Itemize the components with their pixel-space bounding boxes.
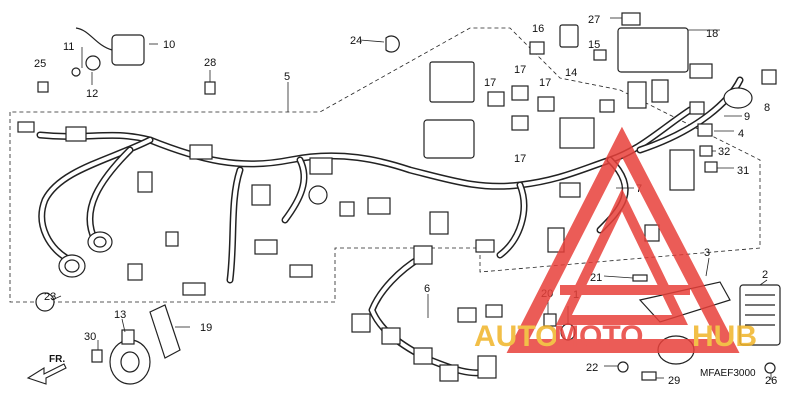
nut-26 [764, 362, 776, 374]
callout-15: 15 [588, 39, 600, 51]
callout-31: 31 [737, 165, 749, 177]
bolt-21 [632, 274, 648, 282]
diode-9-small [689, 101, 705, 115]
harness-group-outline [9, 27, 761, 303]
round-plug-connectors [58, 231, 113, 278]
callout-28: 28 [204, 57, 216, 69]
callout-11: 11 [63, 41, 74, 53]
callout-22: 22 [586, 362, 598, 374]
callout-19: 19 [200, 322, 212, 334]
part-4 [697, 123, 713, 137]
callout-4: 4 [738, 128, 744, 140]
callout-17d: 17 [514, 153, 526, 165]
callout-9: 9 [744, 111, 750, 123]
relay-group [423, 12, 689, 159]
callout-25: 25 [34, 58, 46, 70]
watermark: AUTO MOTO HUB [474, 126, 757, 353]
horn-bracket-19 [149, 304, 181, 359]
leader-lines [51, 17, 772, 380]
callout-26: 26 [765, 375, 777, 387]
callout-14: 14 [565, 67, 577, 79]
watermark-hub: HUB [692, 320, 757, 353]
watermark-auto: AUTO [474, 320, 558, 353]
part-31 [704, 161, 718, 173]
diagram-code: MFAEF3000 [700, 368, 756, 379]
callout-30: 30 [84, 331, 96, 343]
callout-16: 16 [532, 23, 544, 35]
part-32 [699, 145, 713, 157]
callout-21: 21 [590, 272, 602, 284]
direction-label: FR. [49, 354, 65, 365]
callout-29: 29 [668, 375, 680, 387]
callout-8: 8 [764, 102, 770, 114]
callout-17c: 17 [539, 77, 551, 89]
clamp-23 [35, 292, 55, 312]
bolt-25 [37, 81, 49, 93]
front-direction-arrow: FR. [26, 354, 67, 385]
callout-24: 24 [350, 35, 362, 47]
bolt-28 [204, 81, 216, 95]
horn-13 [109, 329, 151, 385]
callout-27: 27 [588, 14, 600, 26]
callout-2: 2 [762, 269, 768, 281]
callout-23: 23 [44, 291, 56, 303]
part-10-unit [75, 27, 145, 66]
callout-18: 18 [706, 28, 718, 40]
callout-6: 6 [424, 283, 430, 295]
callout-17a: 17 [484, 77, 496, 89]
callout-17b: 17 [514, 64, 526, 76]
harness-connectors [17, 63, 713, 296]
callout-5: 5 [284, 71, 290, 83]
washer-22 [617, 361, 629, 373]
callout-12: 12 [86, 88, 98, 100]
watermark-moto: MOTO [554, 320, 643, 353]
clip-24 [385, 35, 400, 53]
washer-11 [71, 67, 81, 77]
capacitor-9 [723, 87, 753, 109]
bolt-30 [91, 349, 103, 363]
nut-20 [543, 313, 557, 327]
callout-32: 32 [718, 146, 730, 158]
callout-10: 10 [163, 39, 175, 51]
callout-13: 13 [114, 309, 126, 321]
callout-3: 3 [704, 247, 710, 259]
watermark-logo [506, 126, 740, 353]
grommet-12 [85, 55, 101, 71]
callout-numbers: 1 2 3 4 5 6 7 8 9 10 11 12 13 14 15 16 1… [34, 14, 777, 387]
sub-harness-6 [351, 245, 503, 382]
relay-8 [761, 69, 777, 85]
bolt-29 [641, 371, 657, 381]
